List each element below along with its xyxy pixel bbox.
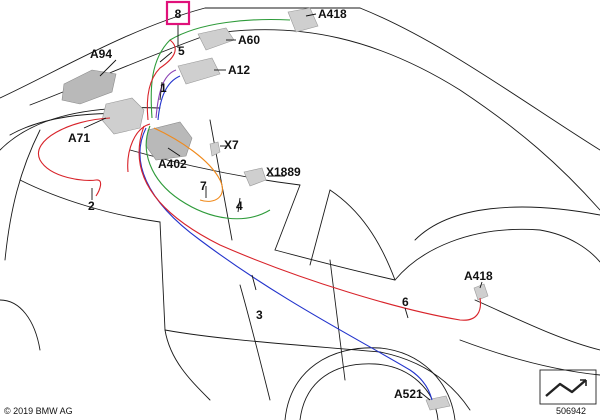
callout-2: 2 xyxy=(88,199,95,213)
wire-blue-roof xyxy=(157,75,181,121)
callout-7: 7 xyxy=(200,179,207,193)
label-a60: A60 xyxy=(238,33,260,47)
component-a71-shape xyxy=(101,97,145,135)
wire-red-a71 xyxy=(127,123,151,173)
highlight-label: 8 xyxy=(175,7,182,21)
component-x7-shape xyxy=(209,141,221,157)
wire-green-center xyxy=(145,125,271,220)
wire-red-front-loop xyxy=(37,117,111,197)
callout-3: 3 xyxy=(256,308,263,322)
label-a521: A521 xyxy=(394,387,423,401)
label-x7: X7 xyxy=(224,138,239,152)
component-a521-shape xyxy=(425,395,451,411)
car-body-outline xyxy=(0,7,600,420)
component-a402-shape xyxy=(145,121,193,161)
highlight-box xyxy=(165,0,191,26)
copyright-text: © 2019 BMW AG xyxy=(4,406,73,416)
wire-orange xyxy=(153,127,223,202)
callout-1: 1 xyxy=(160,81,167,95)
label-a418-top: A418 xyxy=(318,7,347,21)
wiring-harness xyxy=(37,18,482,401)
figure-number: 506942 xyxy=(556,406,586,416)
callout-5: 5 xyxy=(178,44,185,58)
label-x1889: X1889 xyxy=(266,165,301,179)
component-x1889-shape xyxy=(243,167,267,187)
component-a12-shape xyxy=(177,57,221,85)
label-a402: A402 xyxy=(158,157,187,171)
wire-red-long xyxy=(138,125,482,321)
component-a418-top-shape xyxy=(287,7,319,33)
component-a94-shape xyxy=(61,69,117,105)
leader-lines xyxy=(83,13,483,401)
callout-4: 4 xyxy=(236,199,243,213)
wire-blue-long xyxy=(139,127,433,401)
label-a94: A94 xyxy=(90,47,112,61)
arrow-turn-icon xyxy=(539,369,597,405)
label-a12: A12 xyxy=(228,63,250,77)
label-a418-rear: A418 xyxy=(464,269,493,283)
wire-red-roof xyxy=(146,39,176,121)
label-a71: A71 xyxy=(68,131,90,145)
components xyxy=(61,7,489,411)
callout-6: 6 xyxy=(402,295,409,309)
